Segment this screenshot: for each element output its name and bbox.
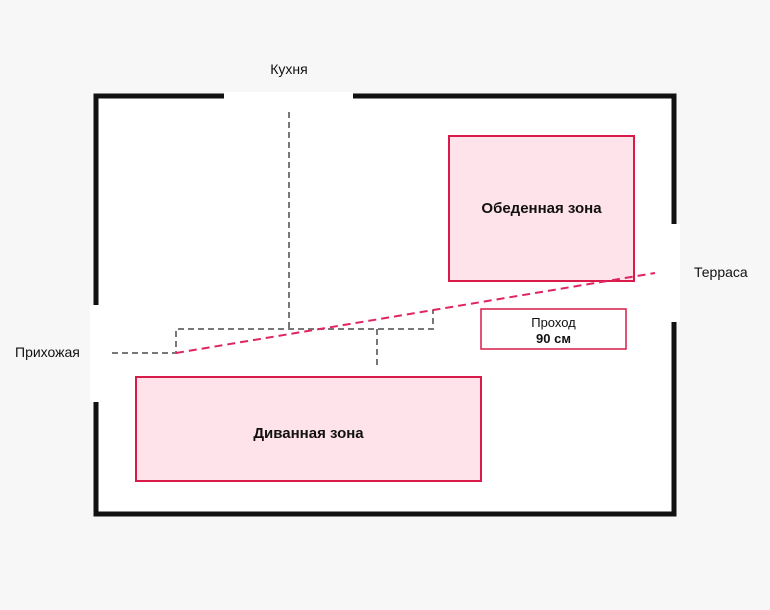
kitchen-label: Кухня	[270, 61, 307, 77]
passage-label: Проход	[531, 315, 576, 330]
wall-top-right	[350, 93, 677, 227]
sofa-zone-label: Диванная зона	[253, 425, 364, 442]
terrace-doorway	[668, 224, 680, 322]
passage-callout	[480, 308, 627, 350]
kitchen-doorway	[224, 92, 353, 102]
dining-zone-label: Обеденная зона	[481, 200, 602, 217]
passage-width: 90 см	[536, 331, 571, 346]
hallway-doorway	[90, 305, 102, 402]
dining-zone	[448, 135, 635, 282]
hallway-label: Прихожая	[15, 344, 80, 360]
walking-paths	[112, 112, 434, 368]
wall-top-left	[93, 93, 227, 308]
room-walls	[93, 93, 677, 517]
path-from-hallway	[112, 310, 434, 354]
clearance-line	[175, 272, 656, 354]
wall-bottom	[93, 319, 677, 517]
sofa-zone	[135, 376, 482, 482]
terrace-label: Терраса	[694, 264, 748, 280]
